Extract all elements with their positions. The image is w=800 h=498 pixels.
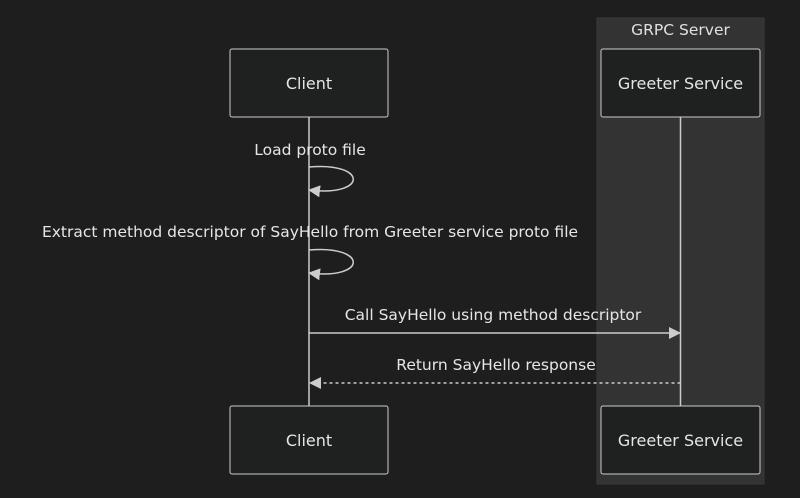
message-label-call-sayhello: Call SayHello using method descriptor (345, 306, 642, 324)
participant-greeter-service-top[interactable]: Greeter Service (600, 48, 761, 118)
participant-client-bottom[interactable]: Client (229, 405, 389, 475)
participant-client-top[interactable]: Client (229, 48, 389, 118)
group-label: GRPC Server (631, 21, 730, 39)
participant-label: Client (286, 431, 332, 450)
message-label-extract-descriptor: Extract method descriptor of SayHello fr… (42, 223, 578, 241)
message-arrow-extract-descriptor (308, 248, 354, 281)
participant-label: Client (286, 74, 332, 93)
message-label-load-proto: Load proto file (254, 141, 366, 159)
participant-greeter-service-bottom[interactable]: Greeter Service (600, 405, 761, 475)
participant-label: Greeter Service (618, 74, 743, 93)
message-label-return-response: Return SayHello response (396, 356, 596, 374)
participant-label: Greeter Service (618, 431, 743, 450)
message-arrow-load-proto (308, 165, 354, 198)
